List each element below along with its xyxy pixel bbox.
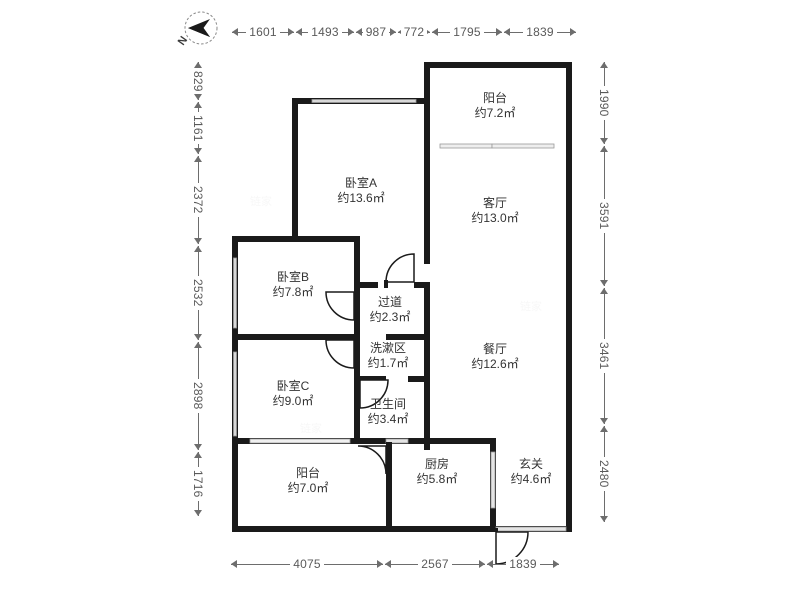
threshold-entry-door	[495, 526, 567, 532]
dimension-value: 2532	[191, 276, 205, 310]
room-name: 阳台	[295, 466, 320, 480]
room-name: 洗漱区	[369, 341, 406, 355]
room-label-balcony-south: 阳台 约7.0㎡	[288, 466, 329, 496]
dimension-right-3: 3461	[596, 288, 612, 424]
dimension-value: 772	[400, 25, 428, 39]
room-name: 过道	[377, 295, 402, 309]
room-area: 约4.6㎡	[510, 472, 552, 486]
window-bedroom-b	[233, 257, 237, 329]
room-name: 餐厅	[482, 342, 508, 356]
room-label-balcony-north: 阳台 约7.2㎡	[475, 91, 516, 121]
room-label-bedroom-b: 卧室B 约7.8㎡	[273, 270, 314, 300]
room-label-bathroom: 卫生间 约3.4㎡	[368, 397, 409, 427]
room-area: 约13.6㎡	[337, 191, 385, 205]
door-bedroom-c	[325, 339, 355, 369]
dimension-right-4: 2480	[596, 426, 612, 522]
dimension-value: 1161	[191, 111, 205, 145]
room-label-entry: 玄关 约4.6㎡	[511, 457, 552, 487]
room-name: 玄关	[518, 457, 543, 471]
dimension-value: 1716	[191, 467, 205, 501]
dimension-top-2: 1493	[296, 24, 354, 40]
svg-text:链家: 链家	[520, 299, 542, 313]
dimension-left-5: 2898	[190, 342, 206, 450]
room-name: 厨房	[424, 457, 449, 471]
dimension-value: 1493	[308, 25, 342, 39]
door-bedroom-b	[325, 291, 355, 321]
room-name: 阳台	[482, 91, 507, 105]
room-area: 约7.2㎡	[474, 106, 516, 120]
dimension-left-3: 2372	[190, 156, 206, 244]
dimension-bottom-2: 2567	[385, 556, 485, 572]
dimension-value: 2567	[418, 557, 452, 571]
room-label-living-room: 客厅 约13.0㎡	[471, 196, 518, 226]
dimension-right-2: 3591	[596, 146, 612, 286]
dimension-value: 987	[362, 25, 390, 39]
room-area: 约9.0㎡	[272, 394, 314, 408]
room-name: 卧室B	[276, 270, 309, 284]
dimension-left-1: 829	[190, 62, 206, 100]
svg-text:链家: 链家	[250, 194, 272, 208]
room-area: 约1.7㎡	[367, 356, 409, 370]
dimension-top-1: 1601	[232, 24, 294, 40]
dimension-top-3: 987	[356, 24, 396, 40]
sliding-door-balcony-left	[439, 143, 493, 149]
sliding-door-balcony-right	[491, 143, 555, 149]
room-label-kitchen: 厨房 约5.8㎡	[417, 457, 458, 487]
room-area: 约3.4㎡	[367, 412, 409, 426]
door-south-balcony	[357, 445, 387, 475]
compass-rose: N	[176, 8, 222, 54]
dimension-left-4: 2532	[190, 246, 206, 340]
dimension-value: 1839	[506, 557, 540, 571]
room-label-bedroom-a: 卧室A 约13.6㎡	[337, 176, 384, 206]
dimension-value: 1839	[523, 25, 557, 39]
dimension-top-5: 1795	[432, 24, 502, 40]
room-label-hallway: 过道 约2.3㎡	[370, 295, 411, 325]
room-label-dining-room: 餐厅 约12.6㎡	[471, 342, 518, 372]
dimension-value: 2372	[191, 183, 205, 217]
dimension-value: 1795	[450, 25, 484, 39]
door-bedroom-a	[385, 253, 415, 283]
dimension-value: 3461	[597, 339, 611, 373]
room-area: 约7.0㎡	[287, 481, 329, 495]
opening-bathroom-bottom	[385, 438, 409, 444]
room-label-wash-area: 洗漱区 约1.7㎡	[368, 341, 409, 371]
room-area: 约2.3㎡	[369, 310, 411, 324]
svg-text:链家: 链家	[300, 421, 322, 435]
room-label-bedroom-c: 卧室C 约9.0㎡	[273, 379, 314, 409]
dimension-right-1: 1990	[596, 62, 612, 144]
dimension-top-4: 772	[398, 24, 430, 40]
opening-bedroomc-balcony	[249, 438, 351, 444]
room-area: 约12.6㎡	[471, 357, 519, 371]
room-name: 卫生间	[369, 397, 406, 411]
dimension-value: 2480	[597, 457, 611, 491]
room-name: 客厅	[482, 196, 508, 210]
room-area: 约13.0㎡	[471, 211, 519, 225]
door-main-entry	[495, 531, 529, 565]
windows	[233, 99, 567, 532]
room-area: 约5.8㎡	[416, 472, 458, 486]
dimension-left-6: 1716	[190, 452, 206, 516]
dimension-value: 4075	[290, 557, 324, 571]
room-name: 卧室C	[276, 379, 310, 393]
dimension-left-2: 1161	[190, 102, 206, 154]
window-bedroom-c	[233, 351, 237, 437]
window-bedroom-a	[311, 99, 417, 103]
dimension-value: 1990	[597, 86, 611, 120]
door-swings	[325, 253, 529, 565]
dimension-bottom-3: 1839	[487, 556, 559, 572]
dimension-top-6: 1839	[504, 24, 576, 40]
dimension-value: 829	[191, 67, 205, 95]
dimension-bottom-1: 4075	[231, 556, 383, 572]
dimension-value: 3591	[597, 199, 611, 233]
dimension-value: 2898	[191, 379, 205, 413]
door-bathroom	[359, 379, 389, 409]
room-area: 约7.8㎡	[272, 285, 314, 299]
room-name: 卧室A	[344, 176, 378, 190]
dimension-value: 1601	[246, 25, 280, 39]
opening-kitchen-entry	[490, 451, 496, 509]
